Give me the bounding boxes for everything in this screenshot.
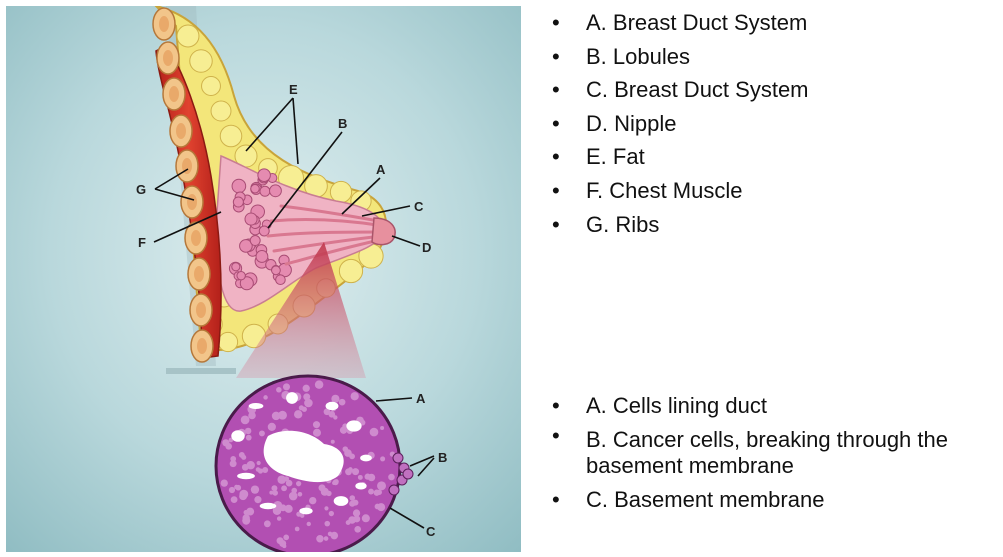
legend-item-label: C. Basement membrane — [586, 487, 824, 512]
legend-item: • C. Basement membrane — [548, 483, 998, 517]
bullet-icon: • — [552, 208, 560, 242]
label-lower-b: B — [438, 450, 447, 465]
legend-item-label: C. Breast Duct System — [586, 77, 809, 102]
label-lower-a: A — [416, 391, 426, 406]
label-lower-c: C — [426, 524, 436, 539]
legend-item-label: B. Cancer cells, breaking through the ba… — [586, 427, 948, 478]
label-d: D — [422, 240, 431, 255]
bullet-icon: • — [552, 73, 560, 107]
legend-item: • D. Nipple — [548, 107, 809, 141]
legend-item-label: F. Chest Muscle — [586, 178, 743, 203]
bullet-icon: • — [552, 107, 560, 141]
bullet-icon: • — [552, 40, 560, 74]
label-b: B — [338, 116, 347, 131]
anatomy-diagram-svg: E B A C D G F A B C — [6, 6, 521, 552]
legend-item-label: E. Fat — [586, 144, 645, 169]
bullet-icon: • — [552, 6, 560, 40]
label-c: C — [414, 199, 424, 214]
breast-anatomy-illustration: E B A C D G F A B C — [6, 6, 521, 552]
legend-item: • A. Breast Duct System — [548, 6, 809, 40]
label-a: A — [376, 162, 386, 177]
legend-item: • F. Chest Muscle — [548, 174, 809, 208]
bullet-icon: • — [552, 389, 560, 423]
legend-item: • C. Breast Duct System — [548, 73, 809, 107]
signature-mark — [166, 368, 236, 374]
label-e: E — [289, 82, 298, 97]
bullet-icon: • — [552, 483, 560, 517]
legend-item-label: D. Nipple — [586, 111, 676, 136]
legend-item: • A. Cells lining duct — [548, 389, 998, 423]
legend-item-label: A. Breast Duct System — [586, 10, 807, 35]
anatomy-legend: • A. Breast Duct System • B. Lobules • C. B… — [548, 6, 809, 241]
bullet-icon: • — [552, 174, 560, 208]
label-g: G — [136, 182, 146, 197]
legend-item: • G. Ribs — [548, 208, 809, 242]
label-f: F — [138, 235, 146, 250]
legend-item: • B. Lobules — [548, 40, 809, 74]
legend-item: • E. Fat — [548, 140, 809, 174]
legend-item-label: G. Ribs — [586, 212, 659, 237]
legend-item-label: A. Cells lining duct — [586, 393, 767, 418]
cross-section-legend: • A. Cells lining duct • B. Cancer cells, … — [548, 389, 998, 516]
bullet-icon: • — [552, 423, 560, 449]
legend-item: • B. Cancer cells, breaking through the b… — [548, 423, 998, 483]
bullet-icon: • — [552, 140, 560, 174]
legend-item-label: B. Lobules — [586, 44, 690, 69]
